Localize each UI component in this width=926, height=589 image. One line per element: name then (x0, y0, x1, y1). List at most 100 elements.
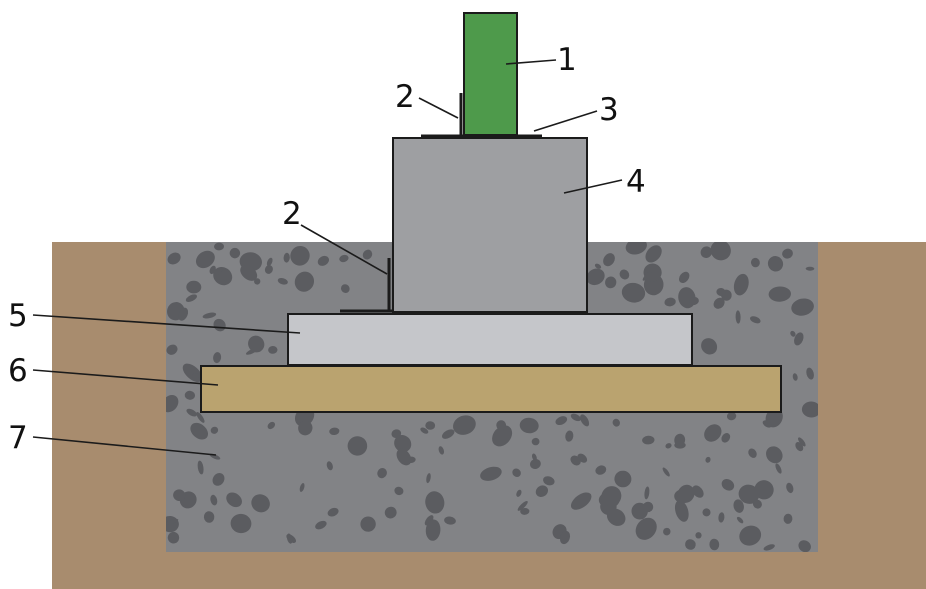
gravel-stone (792, 373, 798, 381)
gravel-stone (674, 500, 689, 522)
gravel-stone (713, 297, 725, 309)
gravel-stone (716, 287, 726, 297)
gravel-stone (377, 467, 387, 479)
gravel-stone (678, 271, 690, 284)
leader-line-1 (505, 59, 557, 65)
gravel-stone (268, 345, 278, 354)
leader-line-5 (32, 314, 301, 334)
gravel-stone (178, 307, 189, 321)
gravel-stone (396, 448, 412, 466)
label-4: 4 (626, 164, 646, 200)
gravel-stone (166, 394, 179, 413)
gravel-stone (601, 486, 622, 507)
gravel-stone (783, 513, 793, 524)
gravel-stone (212, 473, 225, 486)
gravel-stones (166, 242, 818, 552)
gravel-stone (442, 429, 455, 439)
label-1: 1 (557, 42, 577, 78)
gravel-stone (738, 484, 760, 504)
gravel-stone (394, 486, 404, 496)
gravel-stone (202, 312, 217, 319)
gravel-stone (420, 427, 429, 434)
gravel-stone (642, 501, 654, 513)
concrete-block (392, 137, 588, 313)
gravel-stone (186, 408, 197, 417)
gravel-stone (213, 352, 222, 364)
gravel-stone (677, 484, 695, 503)
gravel-stone (360, 516, 376, 532)
gravel-stone (768, 286, 791, 302)
gravel-stone (167, 531, 180, 544)
gravel-stone (580, 414, 590, 427)
gravel-stone (251, 494, 270, 513)
gravel-stone (286, 533, 293, 544)
gravel-stone (453, 415, 476, 435)
gravel-stone (266, 257, 273, 267)
gravel-stone (692, 485, 704, 498)
gravel-stone (203, 511, 215, 523)
gravel-stone (662, 467, 670, 477)
gravel-stone (635, 517, 657, 540)
gravel-stone (298, 420, 313, 436)
gravel-stone (748, 448, 757, 458)
gravel-stone (739, 525, 762, 546)
gravel-stone (665, 443, 672, 449)
gravel-stone (786, 482, 794, 494)
gravel-stone (749, 316, 761, 324)
gravel-stone (267, 421, 276, 430)
gravel-stone (625, 242, 647, 255)
gravel-stone (621, 282, 646, 303)
gravel-stone (736, 516, 744, 524)
gravel-stone (197, 460, 204, 475)
gravel-stone (229, 247, 241, 259)
gravel-stone (329, 427, 340, 436)
gravel-stone (614, 470, 632, 488)
gravel-stone (226, 492, 242, 508)
label-6: 6 (8, 353, 28, 389)
gravel-stone (559, 530, 571, 545)
gravel-stone (798, 540, 811, 552)
gravel-stone (362, 249, 373, 260)
gravel-stone (801, 401, 818, 418)
gravel-stone (594, 263, 602, 269)
gravel-stone (535, 485, 549, 497)
gravel-stone (290, 245, 310, 266)
leader-line-2a (418, 97, 459, 119)
gravel-stone (326, 461, 333, 471)
gravel-stone (795, 442, 804, 452)
gravel-stone (210, 426, 219, 434)
gravel-stone (496, 420, 507, 431)
gravel-stone (605, 276, 617, 289)
leader-line-6 (32, 369, 219, 386)
gravel-stone (718, 512, 725, 523)
gravel-stone (214, 242, 224, 251)
sand-cushion-layer (200, 365, 782, 413)
gravel-stone (531, 453, 537, 461)
gravel-stone (254, 278, 261, 285)
gravel-stone (612, 418, 620, 427)
gravel-stone (167, 252, 181, 265)
gravel-stone (384, 506, 397, 519)
gravel-stone (196, 411, 205, 423)
gravel-stone (277, 277, 288, 285)
gravel-stone (517, 500, 528, 511)
leader-line-7 (32, 436, 217, 456)
gravel-stone (762, 420, 772, 428)
gravel-stone (685, 539, 696, 550)
gravel-stone (264, 265, 273, 274)
gravel-stone (642, 435, 655, 445)
gravel-stone (529, 459, 541, 469)
gravel-stone (191, 372, 199, 380)
gravel-stone (733, 499, 744, 513)
gravel-stone (586, 268, 605, 286)
gravel-stone (689, 296, 699, 306)
gravel-stone (339, 254, 349, 263)
gravel-stone (185, 294, 197, 302)
gravel-stone (218, 269, 231, 281)
gravel-stone (721, 433, 731, 443)
gravel-stone (327, 507, 339, 517)
label-7: 7 (8, 420, 28, 456)
gravel-stone (702, 508, 711, 517)
gravel-stone (603, 253, 615, 267)
gravel-stone (516, 489, 522, 497)
